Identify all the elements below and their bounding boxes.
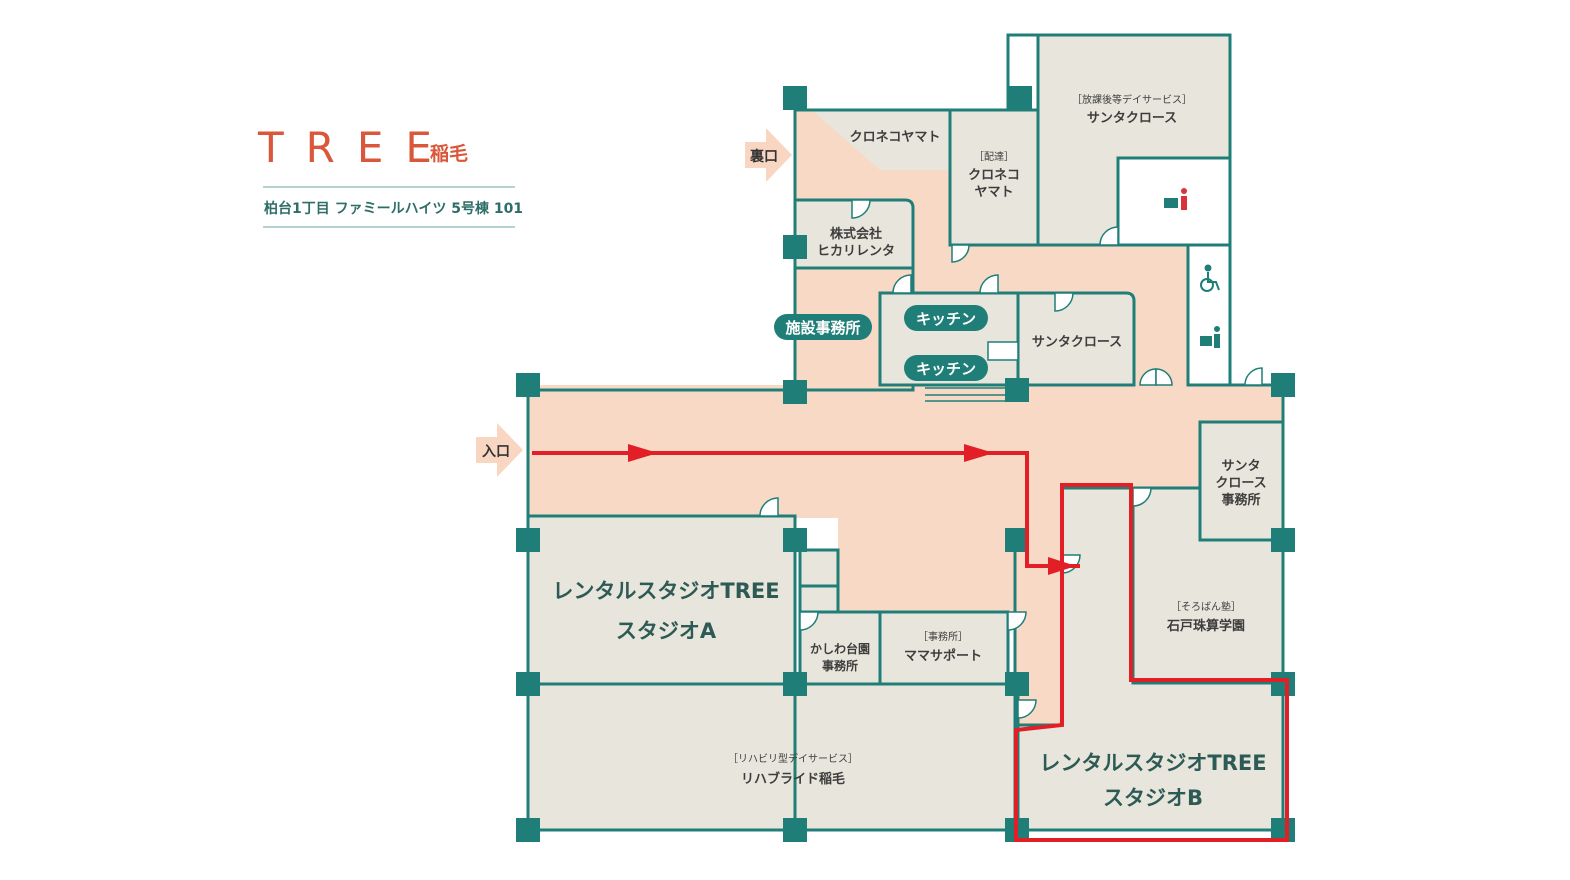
delivery-line2: ヤマト: [974, 185, 1013, 200]
back-entrance-label: 裏口: [749, 148, 778, 165]
toilet-icon: [1164, 188, 1187, 210]
logo-kanji: 稲毛: [430, 143, 468, 165]
kashiwa-line2: 事務所: [822, 658, 858, 673]
wheelchair-icon: [1200, 264, 1220, 292]
studio-b-highlight: [1014, 483, 1289, 842]
room-hikari: [793, 198, 915, 270]
hikari-line1: 株式会社: [830, 226, 882, 242]
pill-kitchen-1: キッチン: [904, 305, 988, 331]
kashiwa-line1: かしわ台園: [810, 641, 870, 656]
room-small-1: [798, 548, 840, 588]
header: TREE 稲毛 柏台1丁目 ファミールハイツ 5号棟 101: [257, 123, 523, 228]
route-arrow-icon: [964, 444, 994, 462]
studio-b-line1: レンタルスタジオTREE: [1039, 751, 1266, 775]
door-swing-icon: [1099, 226, 1119, 246]
address-text: 柏台1丁目 ファミールハイツ 5号棟 101: [264, 200, 523, 217]
entrance-arrow-icon: [745, 128, 792, 182]
door-swing-icon: [759, 497, 779, 517]
kitchen1-label: キッチン: [916, 310, 976, 328]
door-swing-icon: [892, 274, 912, 294]
stairs: [925, 387, 1005, 402]
studio-a-line1: レンタルスタジオTREE: [552, 579, 779, 603]
pill-kitchen-2: キッチン: [904, 355, 988, 381]
main-entrance-label: 入口: [482, 444, 510, 460]
after-school-name: サンタクロース: [1087, 111, 1177, 126]
door-swing-icon: [1007, 611, 1027, 631]
kitchen2-label: キッチン: [916, 360, 976, 378]
door-swing-icon: [987, 341, 1019, 361]
rooms: [526, 33, 1285, 832]
route-arrow-icon: [628, 444, 658, 462]
santa-office-line2: クロース: [1215, 476, 1266, 491]
door-swing-icon: [1017, 699, 1037, 719]
door-swing-icons: [759, 199, 1263, 719]
room-mama-support: [878, 610, 1010, 686]
soroban-tag: ［そろばん塾］: [1171, 600, 1241, 613]
santa-office-line1: サンタ: [1221, 459, 1260, 474]
door-swing-icon: [1244, 367, 1263, 386]
room-delivery: [948, 108, 1040, 247]
door-swing-icon: [1054, 292, 1074, 312]
after-school-tag: ［放課後等デイサービス］: [1072, 93, 1192, 106]
main-entrance: 入口: [476, 423, 523, 477]
santa-mid-label: サンタクロース: [1032, 335, 1122, 350]
mama-support-label: ママサポート: [904, 648, 982, 664]
door-swing-icon: [799, 611, 819, 631]
hikari-line2: ヒカリレンタ: [817, 244, 895, 259]
studio-a-line2: スタジオA: [616, 619, 717, 643]
door-swing-icon: [951, 244, 970, 263]
delivery-line1: クロネコ: [968, 168, 1020, 183]
toilet-icon: [1200, 326, 1220, 348]
delivery-tag: ［配達］: [974, 151, 1014, 163]
door-swing-icon: [1132, 487, 1152, 507]
pill-facility-office: 施設事務所: [774, 314, 872, 340]
door-swing-icon: [1155, 368, 1173, 386]
room-santa-mid: [1016, 291, 1136, 387]
santa-office-line3: 事務所: [1221, 492, 1260, 508]
door-swing-icon: [851, 199, 871, 219]
door-swing-icon: [979, 274, 999, 294]
rehab-name: リハブライド稲毛: [741, 771, 845, 787]
room-kuroneko-yamato: [812, 110, 950, 170]
entrance-arrow-icon: [476, 423, 523, 477]
room-small-2: [798, 584, 840, 614]
route: [532, 444, 1289, 842]
rehab-tag: ［リハビリ型デイサービス］: [728, 752, 858, 765]
back-entrance: 裏口: [745, 128, 792, 182]
soroban-name: 石戸珠算学園: [1166, 618, 1245, 634]
kuroneko-yamato-label: クロネコヤマト: [850, 130, 941, 145]
corridor-main: [528, 385, 1283, 725]
studio-b-line2: スタジオB: [1103, 786, 1203, 810]
logo-text: TREE: [257, 123, 454, 172]
office-tag: ［事務所］: [918, 630, 968, 643]
facility-office-label: 施設事務所: [785, 319, 860, 337]
